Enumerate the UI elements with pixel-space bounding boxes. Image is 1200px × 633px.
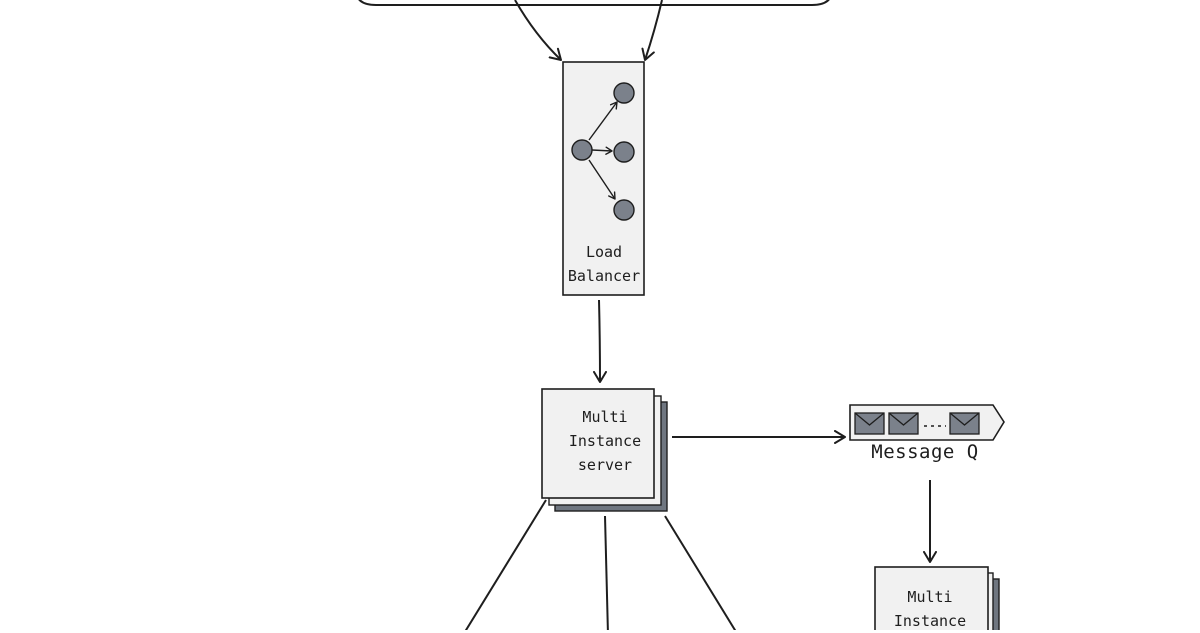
server-stack bbox=[541, 388, 668, 512]
envelope-icon bbox=[888, 412, 919, 435]
message-queue-label: Message Q bbox=[871, 440, 978, 464]
load-balancer-icon bbox=[571, 82, 635, 221]
lb-to-server-arrow bbox=[592, 299, 607, 383]
server-label-line2: Instance bbox=[568, 432, 642, 450]
load-balancer-label-line2: Balancer bbox=[567, 267, 641, 285]
envelope-icon bbox=[949, 412, 980, 435]
server-link-center bbox=[604, 515, 609, 630]
message-queue bbox=[849, 404, 1005, 441]
server-link-left bbox=[464, 499, 547, 630]
envelope-icon bbox=[854, 412, 885, 435]
server2-label-line1: Multi bbox=[907, 588, 953, 606]
server2-label: Multi Instance bbox=[894, 585, 966, 633]
server-label-line1: Multi bbox=[582, 408, 628, 426]
server2-label-line2: Instance bbox=[893, 612, 967, 630]
client-to-lb-arrow-left bbox=[514, 0, 562, 61]
load-balancer-label: Load Balancer bbox=[568, 240, 640, 288]
message-queue-label-text: Message Q bbox=[871, 441, 979, 463]
client-to-lb-arrow-right bbox=[641, 0, 663, 61]
client-box bbox=[358, 0, 830, 6]
server-link-right bbox=[664, 515, 737, 630]
server-label: Multi Instance server bbox=[569, 405, 641, 477]
server-label-line3: server bbox=[577, 456, 633, 474]
server2-stack bbox=[874, 566, 1000, 630]
load-balancer-label-line1: Load bbox=[585, 243, 623, 261]
